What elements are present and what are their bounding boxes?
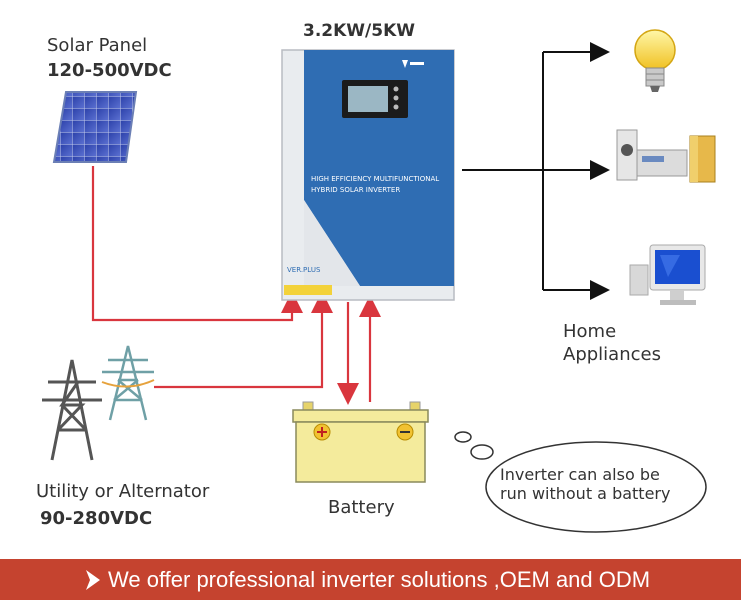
solar-panel-title: Solar Panel (47, 35, 148, 56)
power-tower-icon-2 (102, 345, 154, 421)
battery-label: Battery (328, 497, 395, 518)
output-wiring (462, 42, 610, 300)
inverter-model: 3.2KW/5KW (303, 21, 416, 41)
stereo-icon (616, 129, 716, 183)
inverter-brand: VER.PLUS (287, 266, 321, 274)
home-label-line2: Appliances (563, 344, 661, 365)
power-line (101, 379, 155, 388)
solar-panel-spec: 120-500VDC (47, 60, 172, 81)
home-label-line1: Home (563, 321, 617, 342)
wiring (91, 166, 381, 405)
thought-bubble (454, 431, 707, 533)
bubble-line1: Inverter can also be (500, 465, 660, 484)
battery-icon (292, 401, 429, 483)
utility-title: Utility or Alternator (36, 481, 210, 502)
inverter-face-line1: HIGH EFFICIENCY MULTIFUNCTIONAL (311, 175, 440, 183)
banner-text: We offer professional inverter solutions… (108, 567, 651, 592)
inverter-face-line2: HYBRID SOLAR INVERTER (311, 186, 401, 194)
power-tower-icon (42, 359, 102, 461)
bubble-line2: run without a battery (500, 484, 671, 503)
promo-banner: We offer professional inverter solutions… (0, 559, 741, 600)
chevron-right-icon (86, 570, 100, 590)
light-bulb-icon (634, 29, 676, 92)
utility-spec: 90-280VDC (40, 508, 153, 529)
inverter-unit (281, 49, 455, 301)
solar-panel-icon (52, 91, 138, 163)
computer-icon (629, 244, 706, 305)
